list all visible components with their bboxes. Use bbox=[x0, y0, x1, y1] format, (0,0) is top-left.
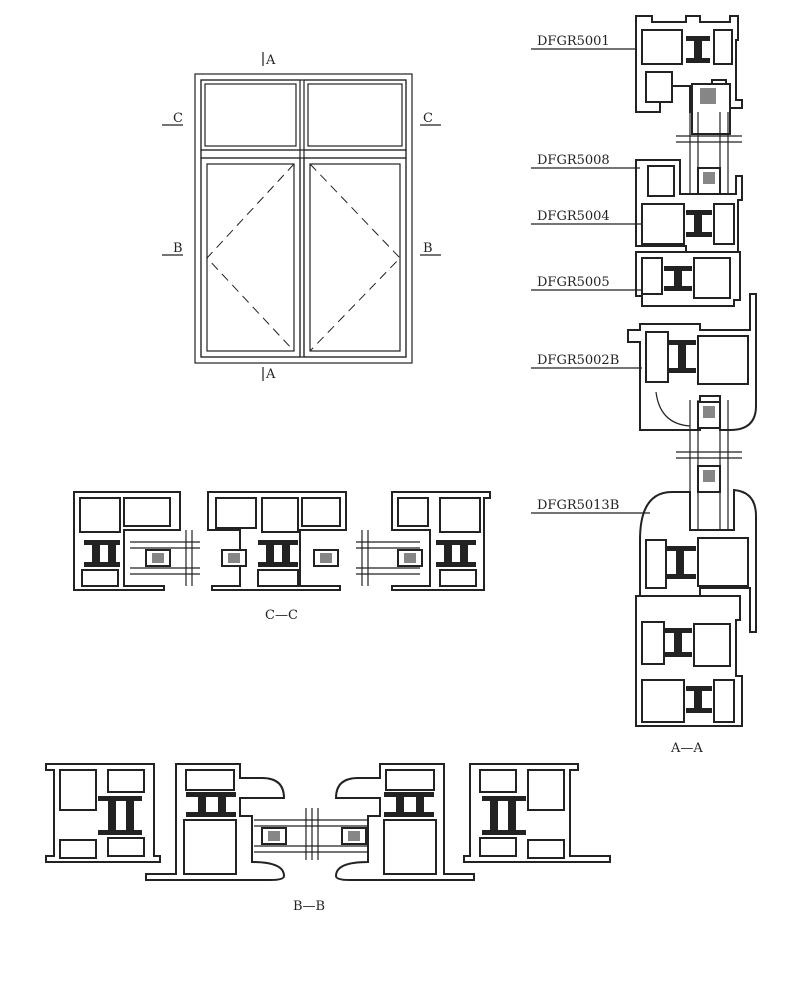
section-c-c: C—C bbox=[73, 491, 491, 623]
outer-frame bbox=[194, 73, 413, 364]
section-b-b: B—B bbox=[45, 763, 611, 914]
transom-pane-right bbox=[303, 79, 407, 151]
bb-left-sash bbox=[145, 763, 286, 881]
bb-glass bbox=[254, 808, 372, 860]
cc-left-frame bbox=[73, 491, 181, 591]
sash-left-glass bbox=[206, 163, 295, 352]
profile-lower-frame bbox=[635, 595, 743, 727]
profile-label-dfgr5008: DFGR5008 bbox=[537, 153, 610, 168]
profile-label-dfgr5001: DFGR5001 bbox=[537, 34, 610, 49]
profile-label-dfgr5004: DFGR5004 bbox=[537, 209, 610, 224]
profile-dfgr5013b bbox=[639, 488, 757, 633]
section-title-aa: A—A bbox=[670, 741, 703, 756]
cut-label-right-upper: C bbox=[423, 111, 433, 126]
bb-left-frame bbox=[45, 763, 161, 863]
window-elevation: A A C C B B bbox=[162, 52, 441, 382]
profile-dfgr5005 bbox=[635, 251, 741, 307]
bb-right-sash bbox=[334, 763, 475, 881]
profile-dfgr5008-dfgr5004 bbox=[635, 159, 743, 253]
profile-label-dfgr5002b: DFGR5002B bbox=[537, 353, 619, 368]
cut-label-left-lower: B bbox=[173, 241, 183, 256]
section-a-a: DFGR5001 DFGR5008 DFGR5004 DFGR5005 DFGR… bbox=[531, 15, 757, 756]
glass-lower bbox=[676, 400, 742, 530]
sash-right-glass bbox=[309, 163, 401, 352]
cc-glass-right bbox=[356, 530, 423, 586]
profile-label-dfgr5013b: DFGR5013B bbox=[537, 498, 619, 513]
section-title-bb: B—B bbox=[293, 899, 325, 914]
transom-pane-left bbox=[200, 79, 301, 151]
transom-glass-right bbox=[307, 83, 403, 147]
profile-dfgr5001 bbox=[635, 15, 743, 135]
cc-right-frame bbox=[391, 491, 491, 591]
opening-indicator-left bbox=[206, 163, 295, 352]
sash-right bbox=[303, 157, 407, 358]
cut-label-top: A bbox=[265, 53, 276, 68]
opening-indicator-right bbox=[309, 163, 401, 352]
cc-mullion bbox=[207, 491, 347, 591]
cc-glass-left bbox=[130, 530, 200, 586]
glass-upper bbox=[676, 112, 742, 196]
bb-right-frame bbox=[463, 763, 611, 863]
cut-label-bottom: A bbox=[265, 367, 276, 382]
section-title-cc: C—C bbox=[265, 608, 298, 623]
transom-glass-left bbox=[204, 83, 297, 147]
cut-label-left-upper: C bbox=[173, 111, 183, 126]
sash-left bbox=[200, 157, 301, 358]
profile-dfgr5002b bbox=[627, 293, 757, 431]
cut-label-right-lower: B bbox=[423, 241, 433, 256]
profile-label-dfgr5005: DFGR5005 bbox=[537, 275, 610, 290]
